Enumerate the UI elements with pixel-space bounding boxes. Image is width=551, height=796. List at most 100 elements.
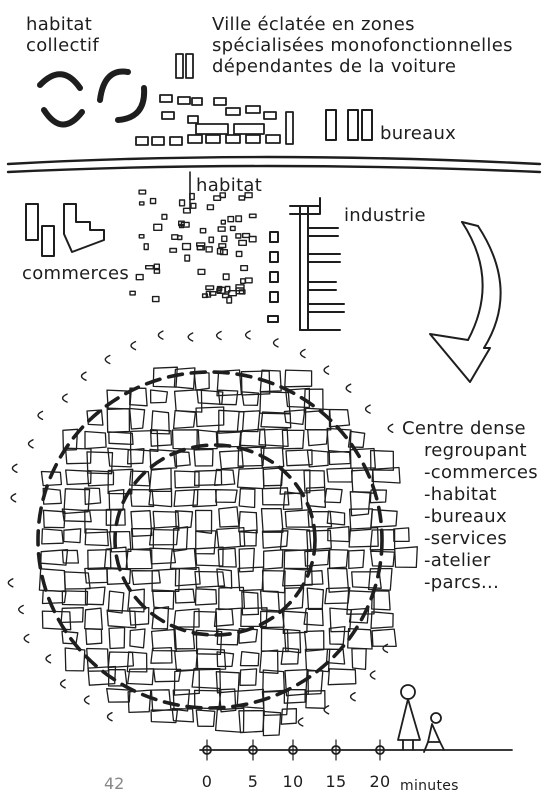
- house-shape: [177, 220, 185, 227]
- centre-line-5: -bureaux: [424, 506, 507, 527]
- city-block: [195, 648, 227, 671]
- city-block: [191, 667, 221, 690]
- house-shape: [239, 278, 246, 284]
- city-block: [280, 647, 300, 665]
- centre-line-6: -services: [424, 528, 508, 549]
- city-block: [41, 610, 72, 631]
- tree-icon: [215, 330, 222, 341]
- city-block: [108, 431, 134, 446]
- city-block: [213, 468, 236, 487]
- house-shape: [190, 202, 197, 209]
- city-block: [218, 449, 244, 470]
- city-block: [283, 409, 306, 426]
- house-shape: [216, 286, 226, 294]
- house-shape: [221, 235, 228, 243]
- house-shape: [189, 192, 195, 201]
- house-shape: [238, 195, 246, 201]
- house-shape: [169, 247, 178, 253]
- city-block: [149, 389, 169, 404]
- city-block: [65, 469, 92, 486]
- walking-distance-rings: [36, 370, 384, 710]
- city-block: [238, 511, 258, 534]
- tree-icon: [18, 604, 24, 615]
- city-block: [218, 688, 237, 713]
- tree-icon: [45, 654, 52, 664]
- city-block: [241, 391, 260, 406]
- city-block: [238, 428, 267, 448]
- city-block: [194, 588, 218, 606]
- city-block: [236, 467, 265, 490]
- city-block: [346, 590, 375, 615]
- city-block: [129, 429, 159, 453]
- city-block: [240, 370, 271, 396]
- tree-icon: [11, 463, 18, 473]
- city-block: [304, 570, 324, 586]
- city-block: [259, 369, 282, 393]
- city-block: [306, 449, 329, 468]
- house-shape: [248, 213, 257, 219]
- city-block: [127, 588, 145, 613]
- city-block: [169, 547, 197, 570]
- city-block: [173, 627, 196, 650]
- city-block: [218, 506, 240, 528]
- city-block: [284, 369, 313, 388]
- dense-city-fabric: [7, 330, 418, 737]
- dispersed-housing: [129, 189, 257, 304]
- city-block: [149, 547, 177, 565]
- city-block: [194, 546, 224, 567]
- city-block: [279, 527, 312, 552]
- house-shape: [235, 284, 245, 292]
- city-block: [107, 468, 134, 495]
- city-block: [108, 626, 126, 650]
- city-block: [61, 549, 80, 564]
- centre-line-4: -habitat: [424, 484, 497, 505]
- city-block: [307, 510, 333, 528]
- city-block: [107, 447, 132, 468]
- city-block: [105, 508, 126, 526]
- tree-icon: [37, 410, 44, 421]
- city-block: [261, 689, 290, 717]
- title-line-3: dépendantes de la voiture: [212, 56, 457, 77]
- city-block: [326, 510, 346, 526]
- label-habitat: habitat: [196, 175, 263, 196]
- tree-icon: [59, 679, 66, 689]
- city-block: [324, 488, 343, 504]
- tree-icon: [130, 340, 137, 351]
- city-block: [370, 550, 396, 568]
- city-block: [237, 446, 265, 467]
- tree-icon: [299, 348, 306, 359]
- city-block: [84, 487, 102, 505]
- city-block: [348, 526, 379, 548]
- house-shape: [182, 207, 192, 214]
- house-shape: [143, 243, 149, 251]
- city-block: [347, 627, 373, 650]
- city-block: [328, 625, 346, 645]
- city-block: [348, 508, 374, 532]
- city-block: [239, 650, 260, 667]
- city-block: [84, 430, 107, 450]
- house-shape: [227, 290, 237, 297]
- city-block: [149, 448, 178, 470]
- city-block: [126, 651, 148, 673]
- house-shape: [144, 265, 154, 270]
- house-shape: [235, 215, 243, 223]
- city-block: [129, 387, 148, 407]
- city-block: [173, 669, 200, 696]
- city-block: [173, 367, 196, 390]
- house-shape: [205, 246, 213, 253]
- city-block: [150, 410, 170, 435]
- title-line-1: Ville éclatée en zones: [212, 14, 415, 35]
- office-towers: [325, 109, 373, 141]
- tree-icon: [323, 365, 330, 375]
- city-block: [304, 407, 332, 431]
- city-block: [328, 408, 351, 428]
- house-shape: [178, 199, 186, 207]
- city-block: [64, 447, 92, 465]
- housing-block-cluster: [135, 53, 294, 146]
- house-shape: [226, 296, 233, 304]
- house-shape: [227, 215, 235, 223]
- house-shape: [222, 273, 230, 281]
- city-block: [284, 586, 305, 610]
- house-shape: [219, 192, 227, 199]
